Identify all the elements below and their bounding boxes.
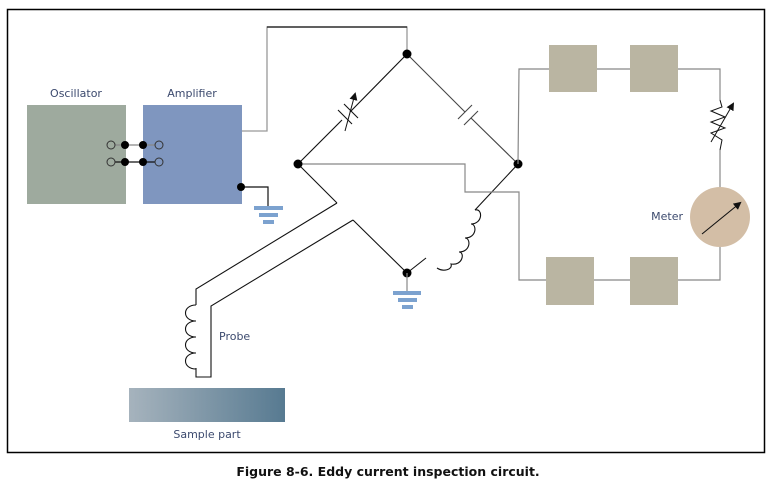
var-capacitor-plate bbox=[337, 109, 353, 125]
figure-frame bbox=[6, 8, 766, 454]
rectifier-block bbox=[549, 45, 597, 92]
terminal-open bbox=[154, 140, 164, 150]
meter-label: Meter bbox=[651, 210, 683, 223]
bridge-node-left bbox=[293, 159, 303, 169]
amp-ground-node bbox=[237, 183, 245, 191]
terminal-node bbox=[139, 158, 147, 166]
osc-amp-connectors bbox=[106, 140, 164, 167]
sample-part-block bbox=[129, 388, 285, 422]
meter-needle-icon bbox=[701, 201, 742, 235]
variable-arrow-icon bbox=[710, 102, 735, 143]
sample-part-label: Sample part bbox=[173, 428, 241, 441]
rectifier-block bbox=[630, 45, 678, 92]
capacitor-plate bbox=[457, 104, 473, 120]
amplifier-label: Amplifier bbox=[167, 87, 217, 100]
terminal-node bbox=[121, 158, 129, 166]
rectifier-block bbox=[630, 257, 678, 305]
variable-resistor-icon bbox=[709, 99, 727, 151]
var-capacitor-plate bbox=[343, 103, 359, 119]
ground-icon bbox=[254, 206, 283, 224]
figure-caption: Figure 8-6. Eddy current inspection circ… bbox=[236, 464, 539, 479]
probe-label: Probe bbox=[219, 330, 250, 343]
variable-arrow-icon bbox=[344, 92, 358, 132]
amp-ground-wire bbox=[241, 186, 269, 206]
terminal-node bbox=[139, 141, 147, 149]
ground-icon bbox=[393, 291, 421, 309]
probe-coil-icon bbox=[184, 304, 197, 370]
oscillator-block bbox=[27, 105, 126, 204]
inductor-coil bbox=[436, 209, 482, 271]
terminal-open bbox=[106, 157, 116, 167]
probe-lead bbox=[184, 202, 354, 378]
terminal-node bbox=[121, 141, 129, 149]
terminal-open bbox=[106, 140, 116, 150]
meter-loop bbox=[517, 45, 750, 305]
oscillator-label: Oscillator bbox=[50, 87, 102, 100]
meter-icon bbox=[690, 187, 750, 247]
bridge-node-top bbox=[402, 49, 412, 59]
terminal-open bbox=[154, 157, 164, 167]
capacitor-plate bbox=[463, 110, 479, 126]
rectifier-block bbox=[546, 257, 594, 305]
amplifier-block bbox=[143, 105, 242, 204]
bridge bbox=[293, 49, 547, 281]
